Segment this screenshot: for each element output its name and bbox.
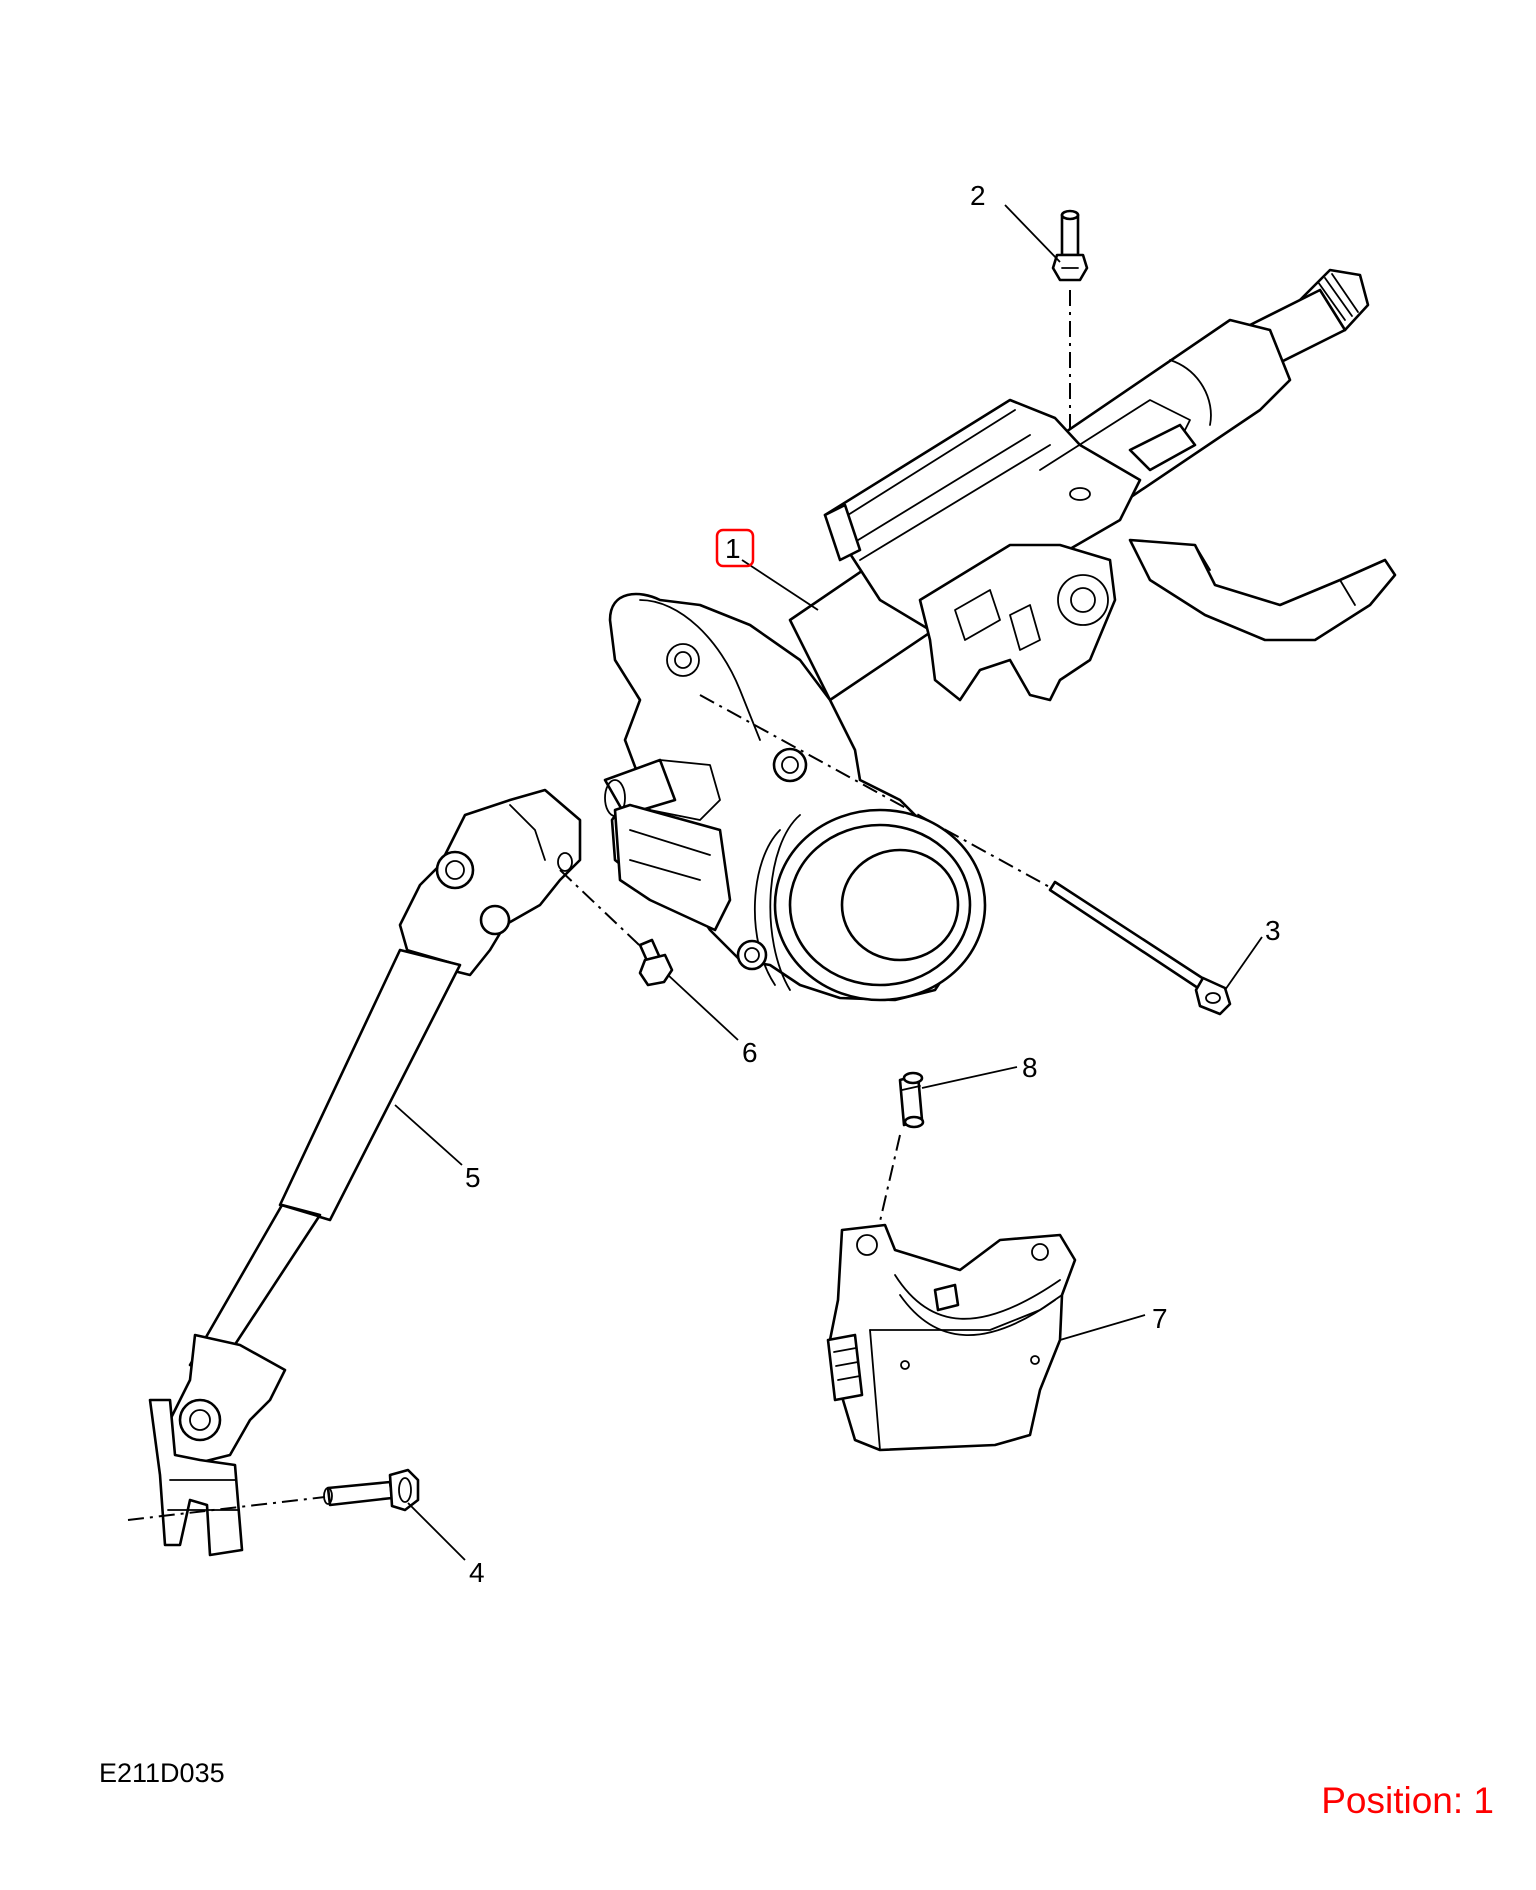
leader-6 — [667, 974, 739, 1041]
drawing-code: E211D035 — [99, 1758, 225, 1788]
callout-1[interactable]: 1 — [725, 533, 741, 564]
part-7-module[interactable] — [826, 1223, 1077, 1452]
callout-3[interactable]: 3 — [1265, 915, 1281, 946]
leader-4 — [407, 1502, 466, 1561]
callout-5[interactable]: 5 — [465, 1162, 481, 1193]
position-indicator: Position: 1 — [1321, 1780, 1494, 1821]
part-1-steering-column[interactable] — [603, 268, 1397, 1002]
leader-7 — [1059, 1314, 1146, 1341]
callout-8[interactable]: 8 — [1022, 1052, 1038, 1083]
callout-labels: 1 2 3 4 5 6 7 8 — [465, 180, 1281, 1588]
leader-1 — [741, 559, 819, 611]
part-8-pin[interactable] — [898, 1071, 925, 1129]
leader-lines — [394, 204, 1263, 1561]
selected-callout-highlight — [715, 528, 755, 568]
callout-2[interactable]: 2 — [970, 180, 986, 211]
callout-6[interactable]: 6 — [742, 1037, 758, 1068]
leader-8 — [921, 1066, 1018, 1089]
part-3-axis-line — [699, 694, 1056, 891]
callout-4[interactable]: 4 — [469, 1557, 485, 1588]
part-6-small-bolt[interactable] — [638, 938, 674, 987]
callout-7[interactable]: 7 — [1152, 1303, 1168, 1334]
part-3-long-bolt[interactable] — [1048, 880, 1232, 1016]
part-5-intermediate-shaft[interactable] — [148, 788, 582, 1557]
part-8-axis-line — [877, 1134, 901, 1231]
part-6-axis-line — [559, 869, 656, 961]
leader-5 — [394, 1104, 463, 1166]
part-4-clamp-bolt[interactable] — [323, 1468, 420, 1512]
part-2-bolt[interactable] — [1051, 209, 1089, 282]
leader-2 — [1004, 204, 1061, 263]
part-4-axis-line — [127, 1496, 326, 1521]
leader-3 — [1224, 936, 1263, 991]
